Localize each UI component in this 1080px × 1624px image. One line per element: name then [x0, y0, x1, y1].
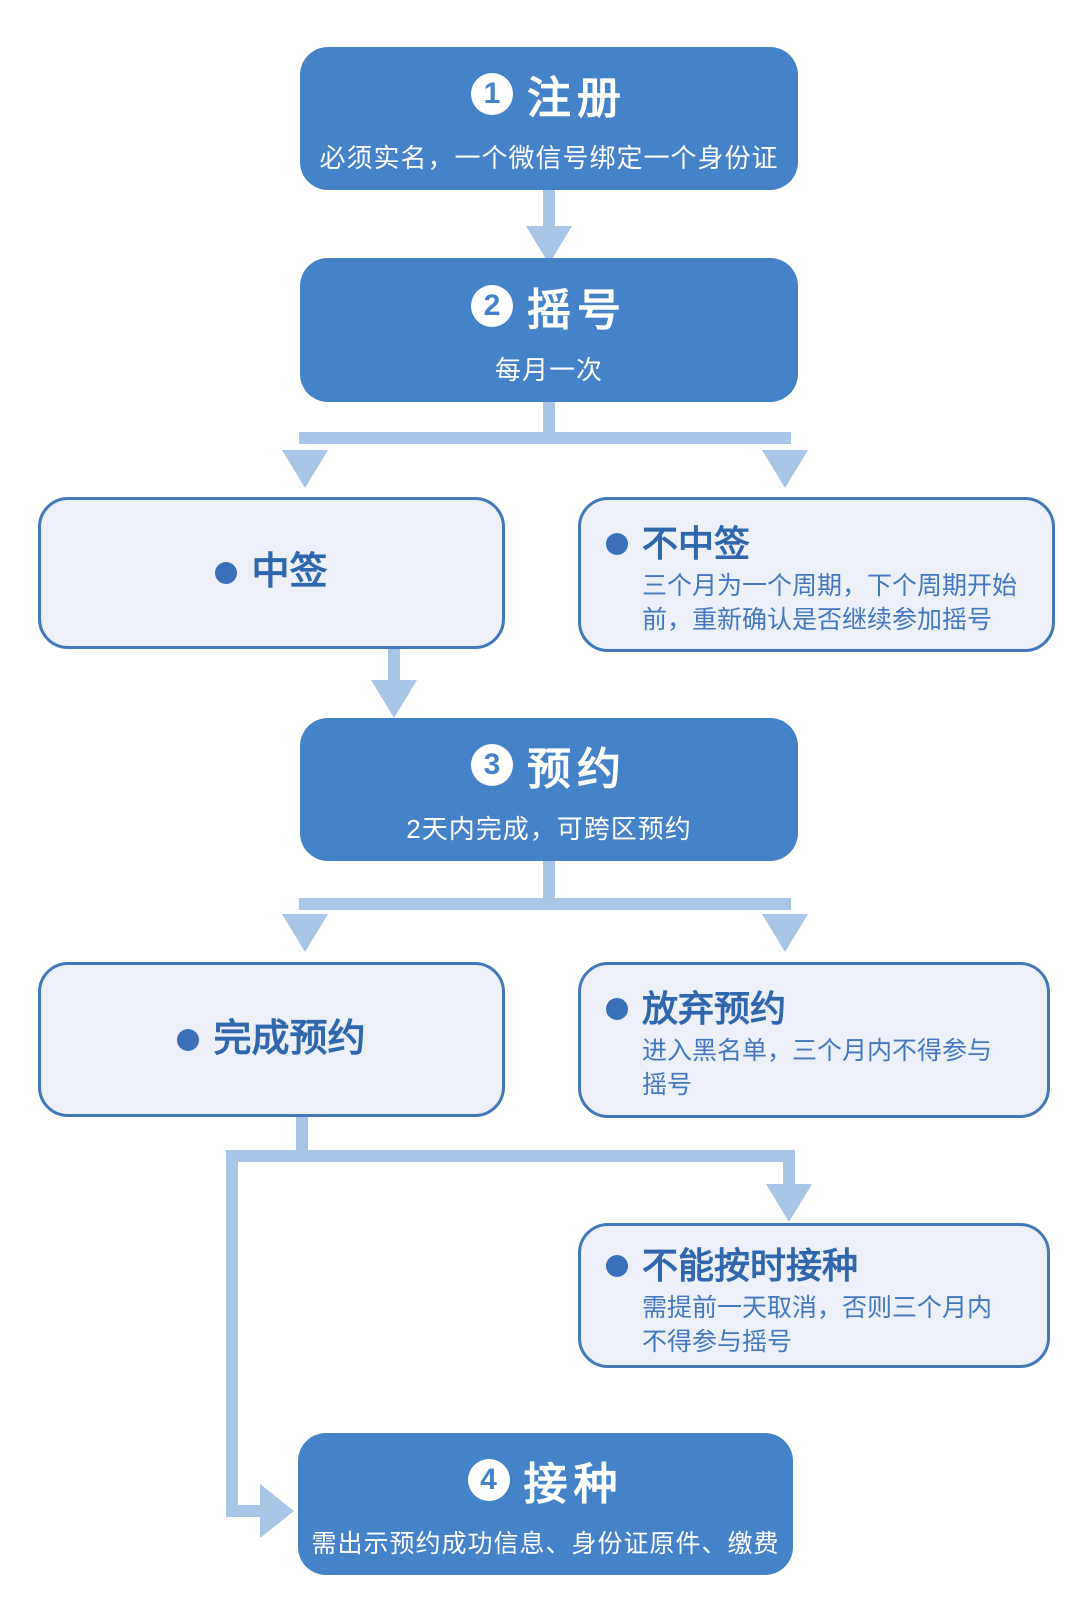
step-number-4-icon: 4 — [467, 1459, 510, 1501]
connector-lottery-branch-hline — [299, 432, 791, 444]
outcome-abandon-head: 放弃预约 — [606, 989, 1027, 1029]
outcome-cannot-attend-head: 不能按时接种 — [606, 1246, 1027, 1286]
step-number-3-icon: 3 — [471, 744, 513, 786]
outcome-cannot-attend-description: 需提前一天取消，否则三个月内 不得参与摇号 — [642, 1293, 993, 1356]
connector-appointment-branch-hline — [299, 898, 791, 910]
outcome-abandon-description: 进入黑名单，三个月内不得参与 摇号 — [642, 1036, 993, 1099]
outcome-box-cannot-attend: 不能按时接种 需提前一天取消，否则三个月内 不得参与摇号 — [578, 1223, 1050, 1368]
connector-complete-hline — [226, 1150, 795, 1162]
arrow-register-lottery-stem — [543, 190, 555, 230]
bullet-icon — [215, 562, 238, 584]
outcome-box-complete: 完成预约 — [38, 962, 505, 1117]
bullet-icon — [606, 1254, 628, 1277]
connector-vaccination-vline — [226, 1150, 238, 1517]
outcome-win-title: 中签 — [251, 551, 328, 594]
arrow-register-lottery-head-icon — [526, 226, 572, 264]
step-register-title: 注册 — [527, 74, 627, 123]
arrow-to-win-head-icon — [282, 450, 328, 488]
step-register-subtitle: 必须实名，一个微信号绑定一个身份证 — [319, 143, 779, 173]
outcome-complete-title: 完成预约 — [213, 1017, 366, 1060]
step-number-1-icon: 1 — [471, 73, 513, 115]
arrow-to-vaccination-head-icon — [260, 1484, 294, 1538]
step-box-lottery: 2 摇号 每月一次 — [300, 258, 798, 402]
connector-complete-stem — [296, 1117, 308, 1157]
step-box-appointment: 3 预约 2天内完成，可跨区预约 — [300, 718, 798, 861]
step-box-register: 1 注册 必须实名，一个微信号绑定一个身份证 — [300, 47, 798, 190]
outcome-cannot-attend-title: 不能按时接种 — [642, 1245, 859, 1286]
step-lottery-subtitle: 每月一次 — [494, 354, 603, 385]
connector-cannot-attend-stem — [783, 1160, 795, 1186]
outcome-abandon-title: 放弃预约 — [642, 988, 787, 1029]
outcome-lose-title: 不中签 — [642, 523, 751, 564]
outcome-box-win: 中签 — [38, 497, 505, 649]
step-register-title-row: 1 注册 — [471, 62, 627, 126]
step-appointment-title-row: 3 预约 — [471, 733, 627, 797]
step-appointment-subtitle: 2天内完成，可跨区预约 — [406, 814, 692, 844]
outcome-box-abandon: 放弃预约 进入黑名单，三个月内不得参与 摇号 — [578, 962, 1050, 1118]
step-box-vaccination: 4 接种 需出示预约成功信息、身份证原件、缴费 — [298, 1433, 793, 1575]
connector-vaccination-harm — [226, 1505, 262, 1517]
connector-appointment-branch-stem — [543, 861, 555, 901]
arrow-to-lose-head-icon — [762, 450, 808, 488]
step-appointment-title: 预约 — [527, 745, 627, 794]
step-vaccination-title-row: 4 接种 — [467, 1448, 624, 1512]
connector-lottery-branch-stem — [543, 402, 555, 436]
arrow-win-appointment-stem — [388, 649, 400, 683]
outcome-lose-description: 三个月为一个周期，下个周期开始 前，重新确认是否继续参加摇号 — [642, 571, 1018, 634]
arrow-to-complete-head-icon — [282, 914, 328, 952]
step-lottery-title: 摇号 — [527, 285, 627, 335]
outcome-box-lose: 不中签 三个月为一个周期，下个周期开始 前，重新确认是否继续参加摇号 — [578, 497, 1055, 652]
outcome-lose-head: 不中签 — [606, 524, 1032, 564]
step-vaccination-title: 接种 — [523, 1460, 624, 1509]
bullet-icon — [606, 532, 628, 555]
step-vaccination-subtitle: 需出示预约成功信息、身份证原件、缴费 — [311, 1530, 780, 1558]
bullet-icon — [606, 997, 628, 1020]
step-lottery-title-row: 2 摇号 — [471, 274, 627, 338]
bullet-icon — [177, 1028, 200, 1051]
step-number-2-icon: 2 — [471, 284, 513, 327]
arrow-to-abandon-head-icon — [762, 914, 808, 952]
arrow-win-appointment-head-icon — [371, 680, 417, 718]
arrow-to-cannot-attend-head-icon — [766, 1184, 812, 1222]
